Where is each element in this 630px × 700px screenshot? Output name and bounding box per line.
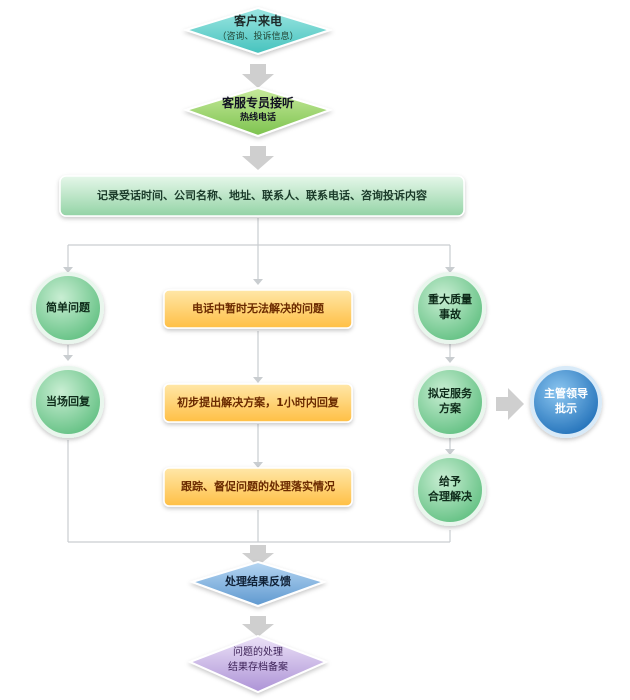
reasonable-solution-label-line1: 给予 xyxy=(439,475,461,488)
archive-label-line1: 问题的处理 xyxy=(233,647,283,658)
supervisor-label-line2: 批示 xyxy=(555,402,577,415)
record-bar-label: 记录受话时间、公司名称、地址、联系人、联系电话、咨询投诉内容 xyxy=(97,189,427,202)
feedback-label: 处理结果反馈 xyxy=(225,575,291,588)
node-draft-plan xyxy=(414,366,486,438)
supervisor-label-line1: 主管领导 xyxy=(544,387,588,400)
follow-up-label: 跟踪、督促问题的处理落实情况 xyxy=(181,480,335,493)
node-reasonable-solution xyxy=(414,454,486,526)
block-arrows xyxy=(242,64,524,637)
connector-lines xyxy=(67,218,451,543)
agent-answer-title: 客服专员接听 xyxy=(221,96,294,110)
draft-plan-label-line1: 拟定服务 xyxy=(428,387,472,400)
thin-arrowheads xyxy=(63,267,455,468)
draft-plan-label-line2: 方案 xyxy=(439,402,461,415)
phone-unsolvable-label: 电话中暂时无法解决的问题 xyxy=(192,302,324,315)
customer-call-title: 客户来电 xyxy=(233,14,282,28)
node-record-bar xyxy=(59,175,465,217)
node-customer-call xyxy=(182,6,334,56)
node-initial-plan xyxy=(163,383,353,423)
node-instant-reply xyxy=(32,366,104,438)
major-accident-label-line1: 重大质量 xyxy=(428,293,472,306)
instant-reply-label: 当场回复 xyxy=(46,395,90,408)
node-phone-unsolvable xyxy=(163,289,353,329)
node-archive xyxy=(187,634,329,694)
archive-label-line2: 结果存档备案 xyxy=(228,662,288,673)
major-accident-label-line2: 事故 xyxy=(439,308,461,321)
initial-plan-label: 初步提出解决方案，1小时内回复 xyxy=(177,396,339,409)
reasonable-solution-label-line2: 合理解决 xyxy=(428,490,472,503)
node-follow-up xyxy=(163,467,353,507)
node-simple-issue xyxy=(32,272,104,344)
simple-issue-label: 简单问题 xyxy=(46,301,90,314)
node-feedback xyxy=(188,560,328,608)
node-major-accident xyxy=(414,272,486,344)
node-supervisor xyxy=(530,366,602,438)
customer-call-subtitle: （咨询、投诉信息） xyxy=(217,32,299,42)
node-agent-answer xyxy=(182,86,334,138)
agent-answer-subtitle: 热线电话 xyxy=(239,113,276,123)
